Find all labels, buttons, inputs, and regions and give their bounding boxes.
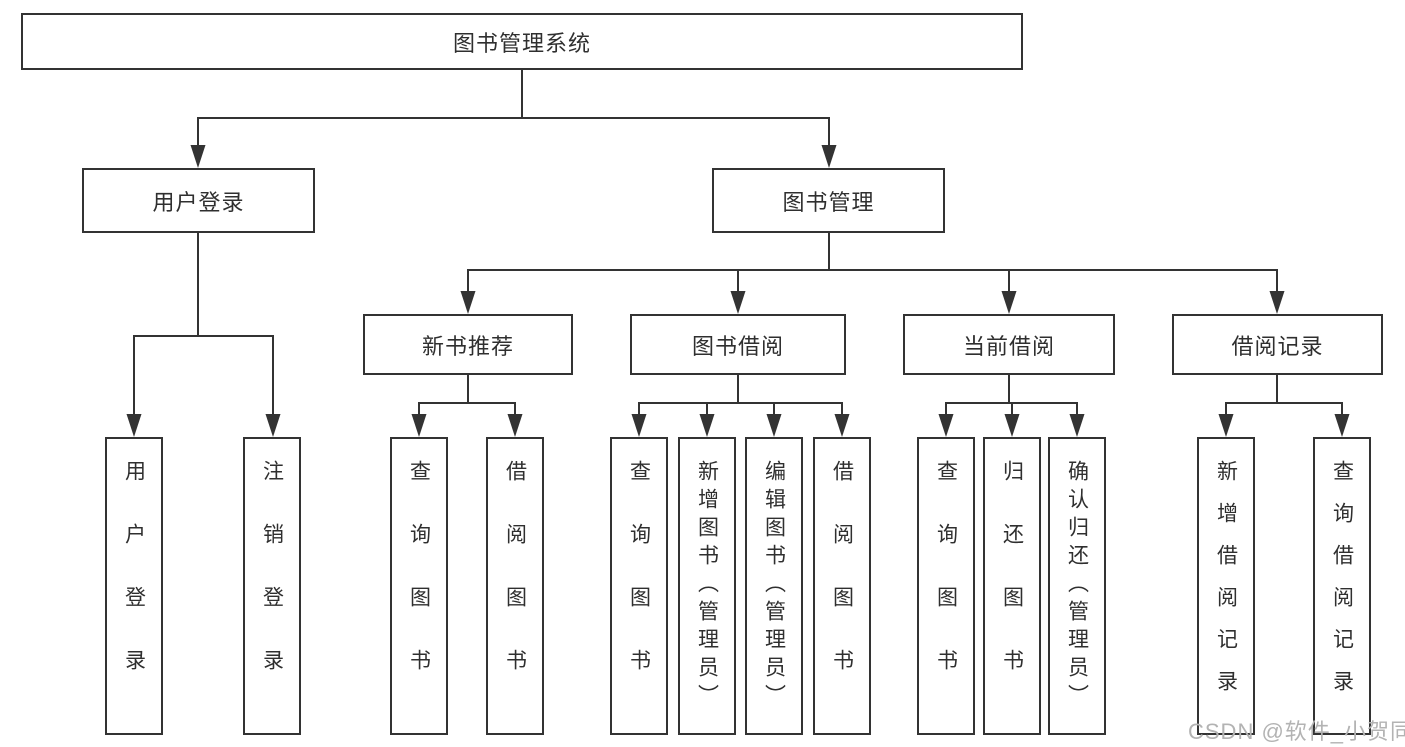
node-label: 图书管理系统 bbox=[452, 30, 591, 56]
leaf-logout: 注销登录 bbox=[243, 437, 301, 735]
node-label: 借阅记录 bbox=[1231, 333, 1324, 359]
connector-userlogin-to-leaves bbox=[133, 233, 274, 416]
connector-bookmgmt-to-level3 bbox=[467, 233, 1278, 293]
node-label: 图书借阅 bbox=[691, 333, 784, 359]
leaf-label: 借阅图书 bbox=[503, 460, 527, 712]
connector-level3-to-leaves bbox=[418, 375, 1343, 416]
leaf-borrow-add-books-admin: 新增图书（管理员） bbox=[678, 437, 736, 735]
leaf-borrow-edit-books-admin: 编辑图书（管理员） bbox=[745, 437, 803, 735]
node-new-book-recommendation: 新书推荐 bbox=[363, 314, 573, 375]
leaf-label: 查询图书 bbox=[627, 460, 651, 712]
node-label: 用户登录 bbox=[152, 189, 245, 215]
leaf-label: 新增图书（管理员） bbox=[695, 460, 719, 712]
leaf-label: 查询借阅记录 bbox=[1330, 460, 1354, 712]
leaf-label: 用户登录 bbox=[122, 460, 146, 712]
leaf-label: 确认归还（管理员） bbox=[1065, 460, 1089, 712]
leaf-record-query-borrow-record: 查询借阅记录 bbox=[1313, 437, 1371, 735]
leaf-newrec-borrow-books: 借阅图书 bbox=[486, 437, 544, 735]
node-book-management: 图书管理 bbox=[712, 168, 945, 233]
leaf-label: 查询图书 bbox=[407, 460, 431, 712]
leaf-borrow-query-books: 查询图书 bbox=[610, 437, 668, 735]
node-label: 当前借阅 bbox=[962, 333, 1055, 359]
leaf-label: 借阅图书 bbox=[830, 460, 854, 712]
leaf-label: 编辑图书（管理员） bbox=[762, 460, 786, 712]
arrowheads-leaves bbox=[126, 414, 1350, 437]
node-book-borrowing: 图书借阅 bbox=[630, 314, 846, 375]
leaf-borrow-borrow-books: 借阅图书 bbox=[813, 437, 871, 735]
leaf-record-add-borrow-record: 新增借阅记录 bbox=[1197, 437, 1255, 735]
leaf-label: 查询图书 bbox=[934, 460, 958, 712]
node-user-login: 用户登录 bbox=[82, 168, 315, 233]
leaf-current-return-books: 归还图书 bbox=[983, 437, 1041, 735]
node-borrowing-records: 借阅记录 bbox=[1172, 314, 1383, 375]
leaf-current-confirm-return-admin: 确认归还（管理员） bbox=[1048, 437, 1106, 735]
leaf-newrec-query-books: 查询图书 bbox=[390, 437, 448, 735]
leaf-label: 注销登录 bbox=[260, 460, 284, 712]
leaf-user-login: 用户登录 bbox=[105, 437, 163, 735]
arrowheads-level2 bbox=[190, 145, 837, 168]
node-label: 新书推荐 bbox=[421, 333, 514, 359]
leaf-current-query-books: 查询图书 bbox=[917, 437, 975, 735]
connector-root-to-level2 bbox=[197, 69, 830, 147]
leaf-label: 归还图书 bbox=[1000, 460, 1024, 712]
csdn-watermark: CSDN @软件_小贺同学 bbox=[1188, 719, 1405, 744]
leaf-label: 新增借阅记录 bbox=[1214, 460, 1238, 712]
node-current-borrowing: 当前借阅 bbox=[903, 314, 1115, 375]
node-library-management-system: 图书管理系统 bbox=[21, 13, 1023, 70]
arrowheads-level3 bbox=[460, 291, 1285, 314]
node-label: 图书管理 bbox=[782, 189, 875, 215]
